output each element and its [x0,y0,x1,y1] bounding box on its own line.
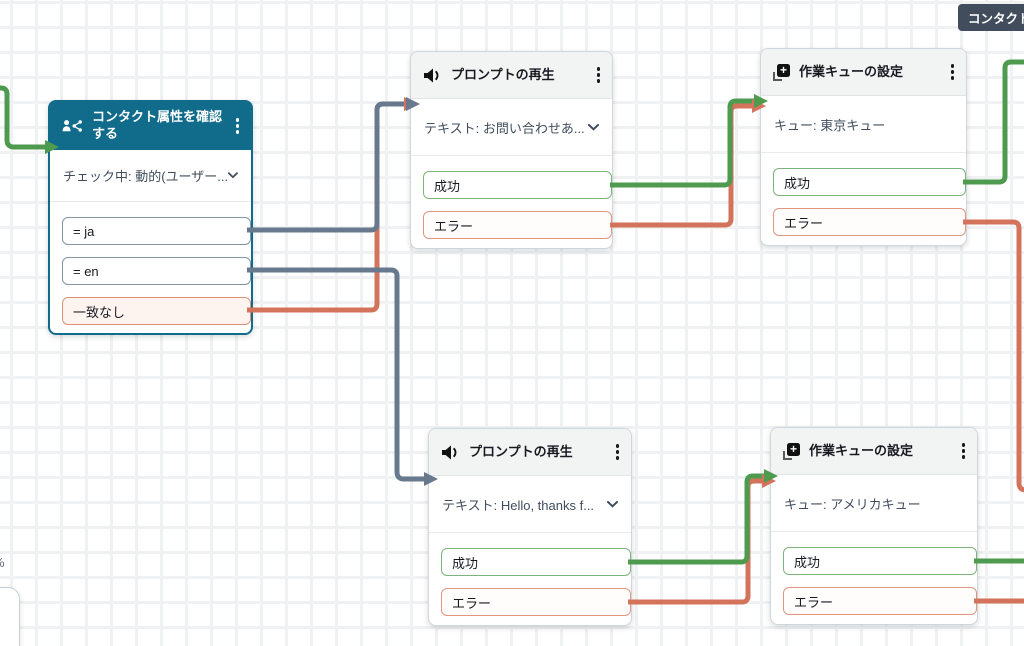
check-value-dropdown[interactable]: チェック中: 動的(ユーザー... [50,150,251,202]
check-contact-attributes-icon [62,118,83,134]
param-label: キュー: アメリカキュー [784,496,921,512]
param-label: キュー: 東京キュー [774,117,886,133]
node-title: プロンプトの再生 [451,66,555,82]
flow-node-play-prompt-japanese[interactable]: プロンプトの再生 テキスト: お問い合わせあ... 成功 エラー [410,51,613,249]
set-working-queue-icon: + [773,63,790,81]
branch-error[interactable]: エラー [441,588,631,616]
edge-prompt2-error-to-queue2[interactable] [628,478,762,605]
edge-ja-to-prompt1[interactable] [247,101,406,233]
node-header[interactable]: プロンプトの再生 [429,429,631,476]
branch-label: エラー [784,215,824,231]
node-title: 作業キューの設定 [809,442,914,458]
kebab-menu-icon[interactable] [949,61,957,83]
branch-error[interactable]: エラー [783,587,977,615]
play-prompt-speaker-icon [423,67,442,84]
chevron-down-icon [228,172,238,179]
branch-success[interactable]: 成功 [783,547,977,575]
flow-node-play-prompt-english[interactable]: プロンプトの再生 テキスト: Hello, thanks f... 成功 エラー [428,428,632,626]
node-title: コンタクト属性を確認する [92,109,223,141]
branch-label: 成功 [784,175,811,191]
edge-en-to-prompt2[interactable] [247,267,424,482]
branch-label: 一致なし [73,304,126,320]
kebab-menu-icon[interactable] [960,440,968,462]
flow-node-set-working-queue-america[interactable]: + 作業キューの設定 キュー: アメリカキュー 成功 エラー [770,427,978,625]
edge-prompt1-success-to-queue1[interactable] [610,98,754,188]
branch-error[interactable]: エラー [773,208,966,236]
node-header[interactable]: プロンプトの再生 [411,52,612,99]
edge-prompt2-success-to-queue2[interactable] [628,473,764,565]
branch-en[interactable]: = en [62,257,251,285]
branch-label: 成功 [434,178,461,194]
branch-success[interactable]: 成功 [441,548,631,576]
queue-value[interactable]: キュー: アメリカキュー [771,475,977,532]
node-header[interactable]: + 作業キューの設定 [771,428,977,475]
edge-nomatch-to-prompt1[interactable] [247,101,404,313]
param-label: テキスト: Hello, thanks f... [442,497,595,513]
kebab-menu-icon[interactable] [234,115,242,137]
offscreen-node-fragment[interactable] [0,587,20,646]
prompt-text-dropdown[interactable]: テキスト: Hello, thanks f... [429,476,631,533]
branch-label: 成功 [452,555,479,571]
branch-label: エラー [794,594,834,610]
kebab-menu-icon[interactable] [614,441,622,463]
contact-tooltip-badge: コンタクト [958,4,1024,31]
node-header[interactable]: + 作業キューの設定 [761,49,966,96]
chevron-down-icon [607,500,618,508]
branch-ja[interactable]: = ja [62,217,251,245]
edge-prompt1-error-to-queue1[interactable] [610,103,752,228]
param-label: チェック中: 動的(ユーザー... [63,169,229,184]
prompt-text-dropdown[interactable]: テキスト: お問い合わせあ... [411,99,612,156]
kebab-menu-icon[interactable] [595,64,603,86]
flow-node-check-contact-attributes[interactable]: コンタクト属性を確認する チェック中: 動的(ユーザー... = ja = en… [48,100,253,335]
zoom-percent-fragment: % [0,555,5,570]
node-header[interactable]: コンタクト属性を確認する [50,102,251,150]
branch-label: エラー [452,595,492,611]
param-label: テキスト: お問い合わせあ... [424,120,585,136]
queue-value[interactable]: キュー: 東京キュー [761,96,966,153]
node-title: プロンプトの再生 [469,443,573,459]
branch-label: エラー [434,218,474,234]
branch-label: = en [73,263,99,279]
flow-node-set-working-queue-tokyo[interactable]: + 作業キューの設定 キュー: 東京キュー 成功 エラー [760,48,967,246]
branch-success[interactable]: 成功 [773,168,966,196]
branch-error[interactable]: エラー [423,211,612,239]
branch-label: = ja [73,223,95,239]
branch-label: 成功 [794,554,821,570]
edge-entry-to-check[interactable] [0,85,45,150]
set-working-queue-icon: + [783,442,800,460]
branch-no-match[interactable]: 一致なし [62,297,251,325]
edge-queue1-success-offscreen[interactable] [963,59,1024,185]
chevron-down-icon [588,123,599,131]
node-title: 作業キューの設定 [799,63,904,79]
branch-success[interactable]: 成功 [423,171,612,199]
play-prompt-speaker-icon [441,444,460,461]
